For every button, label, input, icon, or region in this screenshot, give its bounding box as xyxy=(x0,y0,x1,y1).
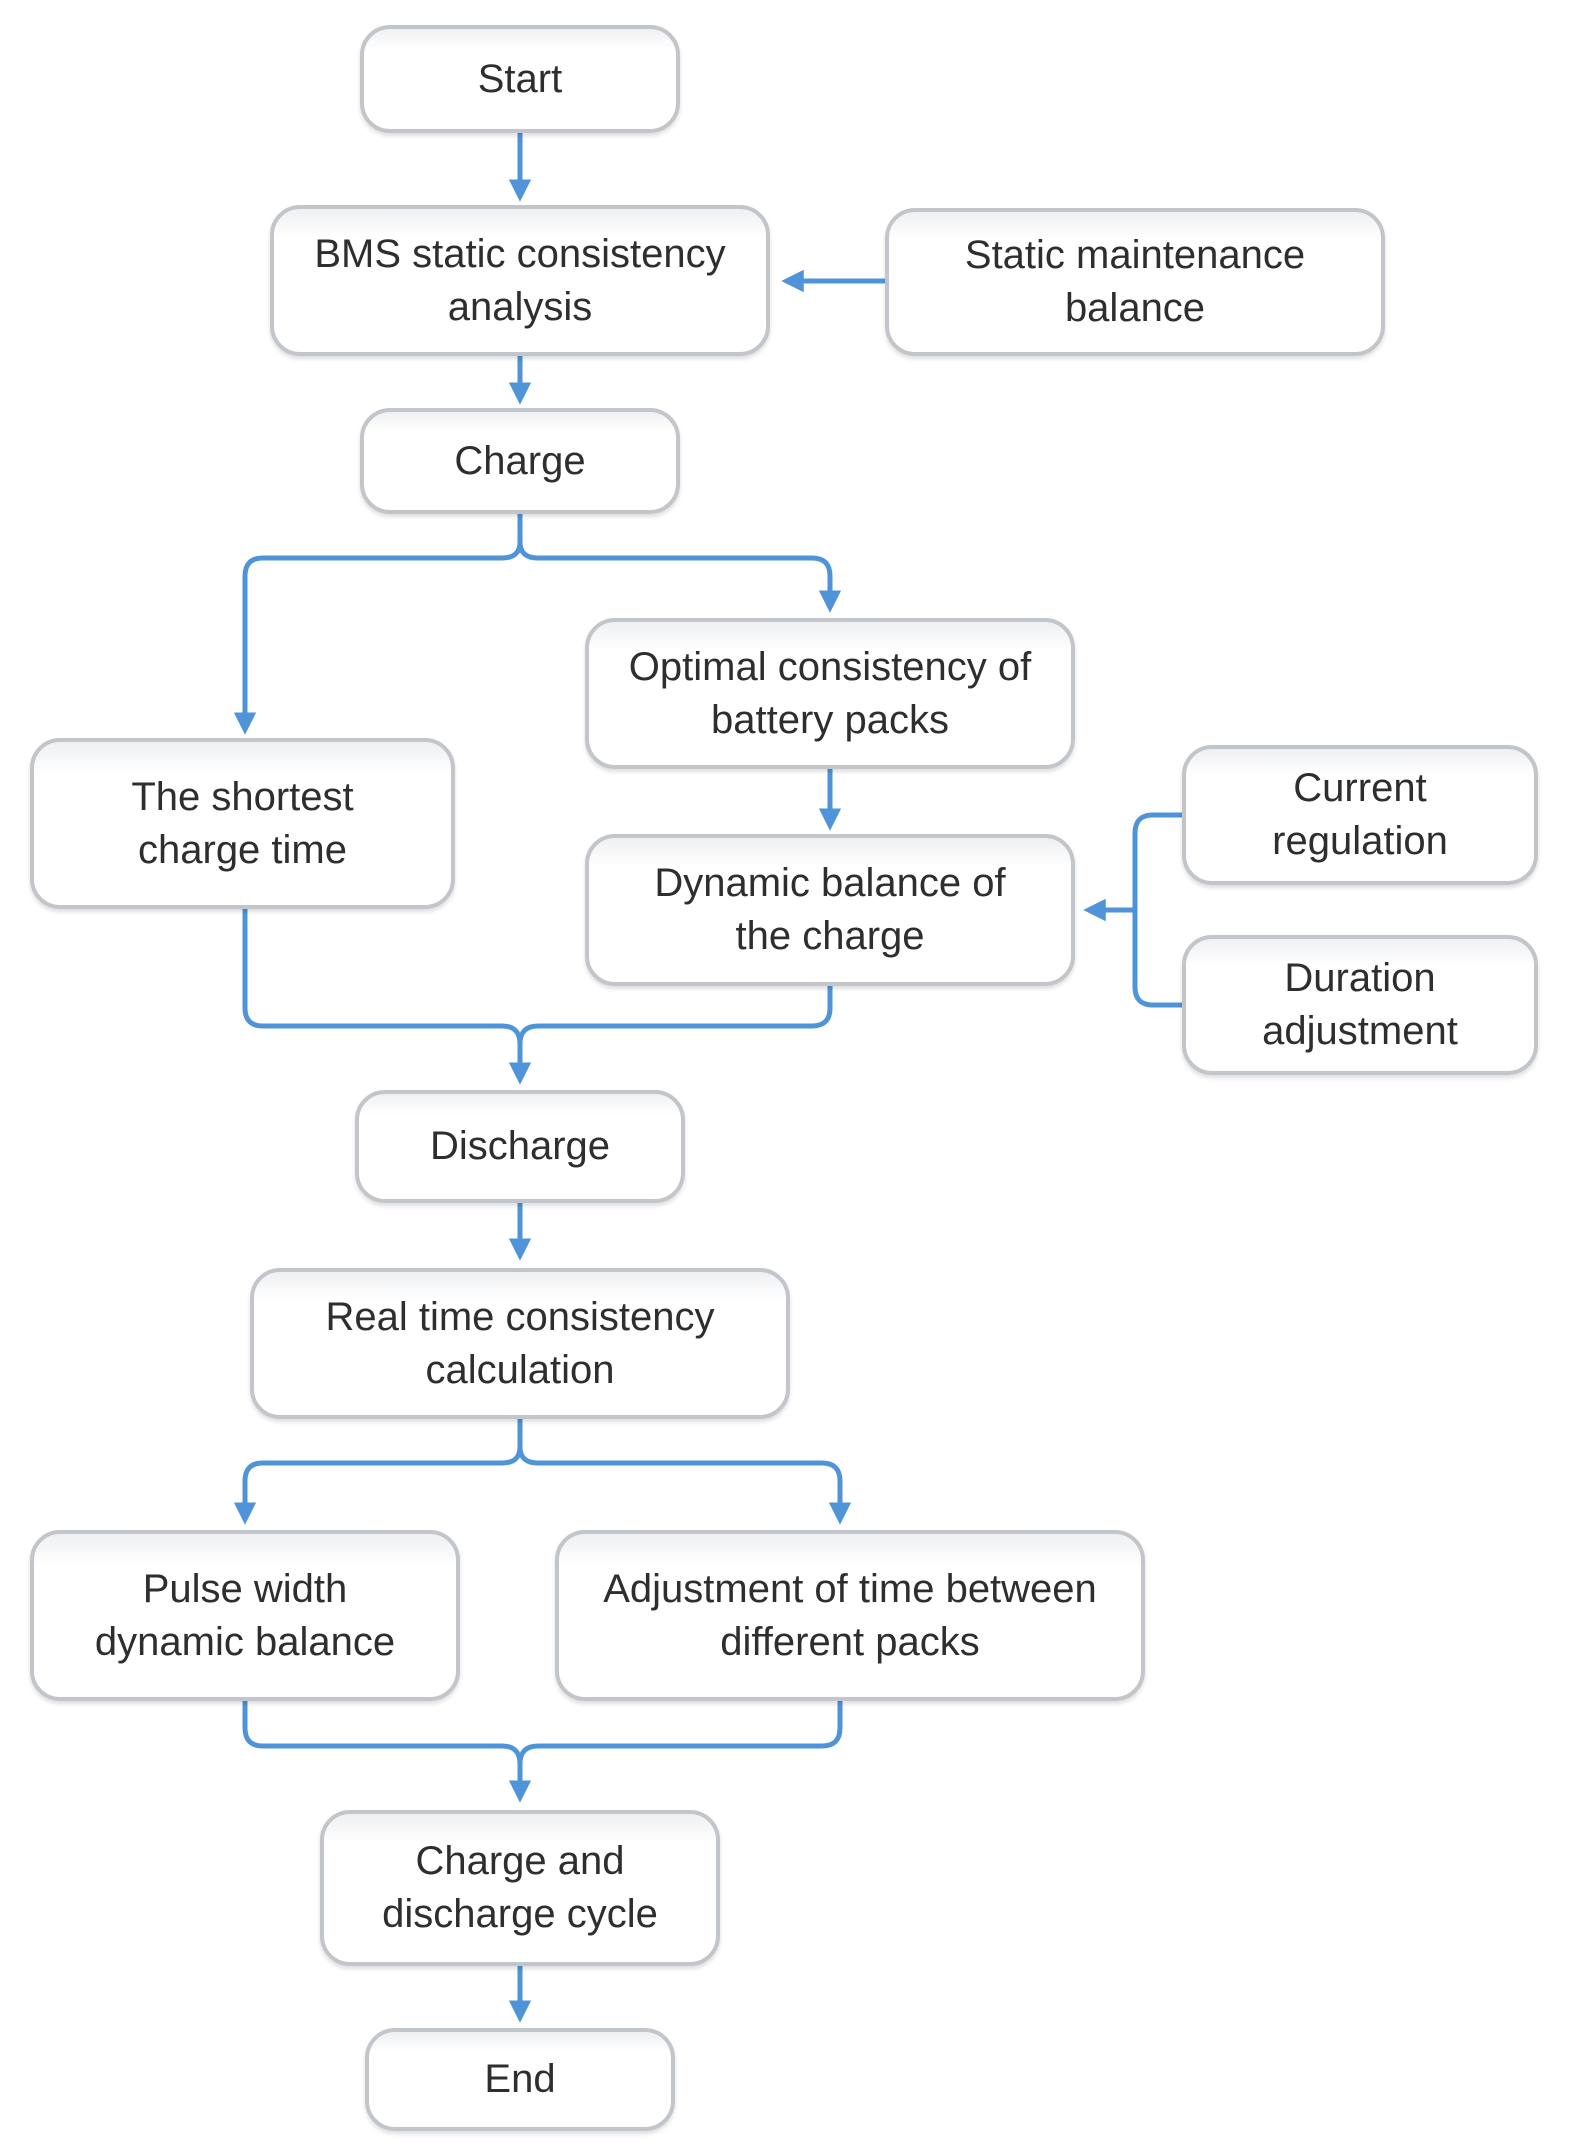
node-discharge: Discharge xyxy=(355,1090,685,1203)
edge-charge-shortest xyxy=(233,511,523,735)
node-optimal-consistency: Optimal consistency of battery packs xyxy=(585,618,1075,769)
node-optimal-label: Optimal consistency of battery packs xyxy=(628,644,1032,742)
node-pulse-label: Pulse width dynamic balance xyxy=(94,1566,396,1664)
edge-pulse-cycle xyxy=(242,1698,532,1803)
node-start: Start xyxy=(360,25,680,133)
edge-shortest-discharge xyxy=(242,906,532,1085)
node-time-adjustment-between-packs: Adjustment of time between different pac… xyxy=(555,1530,1145,1701)
edge-duration-adjustment-elbow xyxy=(1132,907,1185,1008)
node-start-label: Start xyxy=(477,56,563,101)
edge-current-regulation-elbow xyxy=(1132,812,1185,913)
node-pulse-width-dynamic-balance: Pulse width dynamic balance xyxy=(30,1530,460,1701)
edge-adjustment-cycle xyxy=(517,1698,843,1767)
node-duration-adjustment: Duration adjustment xyxy=(1182,935,1538,1075)
node-bms-label: BMS static consistency analysis xyxy=(314,231,726,329)
node-realtime-consistency-calculation: Real time consistency calculation xyxy=(250,1268,790,1419)
node-realtime-label: Real time consistency calculation xyxy=(325,1294,715,1392)
node-dynamic-label: Dynamic balance of the charge xyxy=(654,861,1006,958)
node-charge-discharge-cycle: Charge and discharge cycle xyxy=(320,1810,720,1966)
node-end-label: End xyxy=(484,2057,556,2102)
node-shortest-charge-time: The shortest charge time xyxy=(30,738,455,909)
node-static-maintenance-balance: Static maintenance balance xyxy=(885,208,1385,356)
edge-dynamic-discharge xyxy=(517,983,833,1047)
node-cycle-label: Charge and discharge cycle xyxy=(382,1839,658,1936)
node-shortest-label: The shortest charge time xyxy=(131,774,354,872)
edge-charge-optimal xyxy=(517,511,842,613)
edge-realtime-adjustment xyxy=(517,1416,852,1525)
node-duration-adjustment-label: Duration adjustment xyxy=(1262,956,1458,1053)
node-charge-label: Charge xyxy=(454,438,586,483)
node-current-regulation: Current regulation xyxy=(1182,745,1538,885)
node-current-regulation-label: Current regulation xyxy=(1272,766,1448,863)
node-dynamic-balance: Dynamic balance of the charge xyxy=(585,834,1075,986)
node-discharge-label: Discharge xyxy=(429,1124,611,1169)
node-charge: Charge xyxy=(360,408,680,514)
node-end: End xyxy=(365,2028,675,2131)
node-static-maintenance-label: Static maintenance balance xyxy=(964,233,1306,330)
node-bms-static-consistency-analysis: BMS static consistency analysis xyxy=(270,205,770,356)
edge-realtime-pulse xyxy=(233,1416,523,1525)
node-time-adjustment-label: Adjustment of time between different pac… xyxy=(603,1566,1097,1664)
